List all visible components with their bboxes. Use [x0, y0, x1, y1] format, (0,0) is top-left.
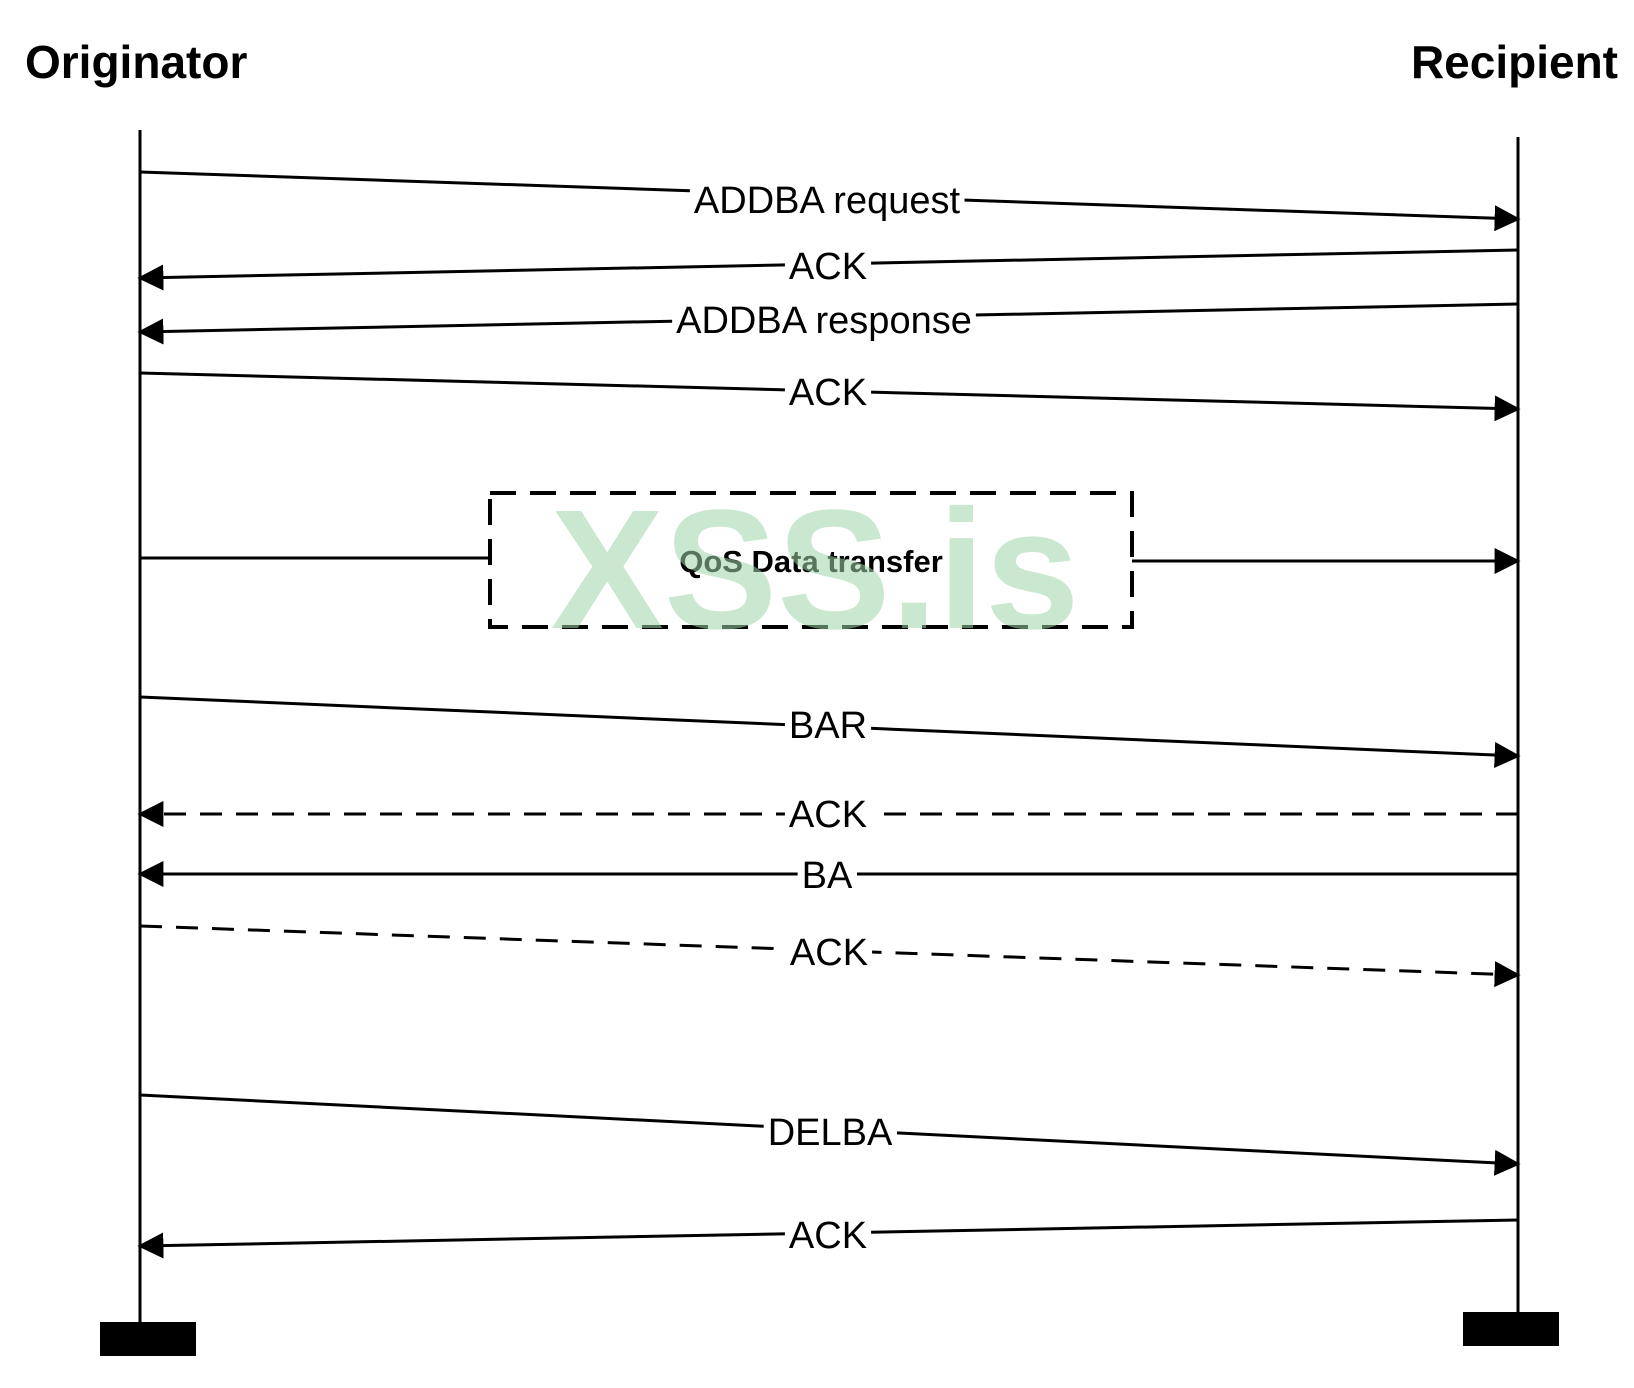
message-10: ACK — [137, 1215, 1519, 1259]
message-label: DELBA — [768, 1112, 893, 1154]
message-label: ACK — [790, 932, 868, 974]
originator-label: Originator — [25, 36, 247, 88]
message-label: ADDBA response — [676, 300, 972, 342]
transfer-box — [488, 491, 1134, 629]
message-label-background — [784, 709, 872, 743]
message-label-background — [784, 1219, 872, 1253]
message-label: BA — [802, 855, 853, 897]
message-label-background — [785, 936, 873, 970]
message-label: ACK — [789, 1215, 867, 1257]
message-4: ACK — [139, 371, 1521, 422]
message-8: ACK — [139, 924, 1521, 988]
message-9: DELBA — [139, 1093, 1521, 1176]
message-label-background — [797, 859, 857, 893]
message-5: BAR — [139, 695, 1521, 768]
recipient-terminator — [1463, 1312, 1559, 1346]
originator-terminator — [100, 1322, 196, 1356]
message-label: ADDBA request — [694, 180, 961, 222]
message-label-background — [784, 250, 872, 284]
message-label-background — [763, 1116, 897, 1150]
message-6: ACK — [137, 794, 1518, 836]
message-label-background — [672, 304, 976, 338]
message-3: ADDBA response — [137, 300, 1519, 345]
transfer-box-label: QoS Data transfer — [679, 544, 943, 579]
message-label: ACK — [789, 794, 867, 836]
message-label: ACK — [789, 372, 867, 414]
message-label-background — [689, 184, 965, 218]
message-1: ADDBA request — [139, 170, 1521, 232]
qos-data-transfer-block: QoS Data transfer — [140, 491, 1521, 629]
watermark: XSS.is — [550, 475, 1079, 665]
message-label-background — [784, 798, 872, 832]
message-2: ACK — [137, 246, 1519, 291]
recipient-label: Recipient — [1411, 36, 1618, 88]
message-label-background — [784, 376, 872, 410]
message-label: BAR — [789, 705, 867, 747]
message-7: BA — [137, 855, 1518, 897]
message-label: ACK — [789, 246, 867, 288]
